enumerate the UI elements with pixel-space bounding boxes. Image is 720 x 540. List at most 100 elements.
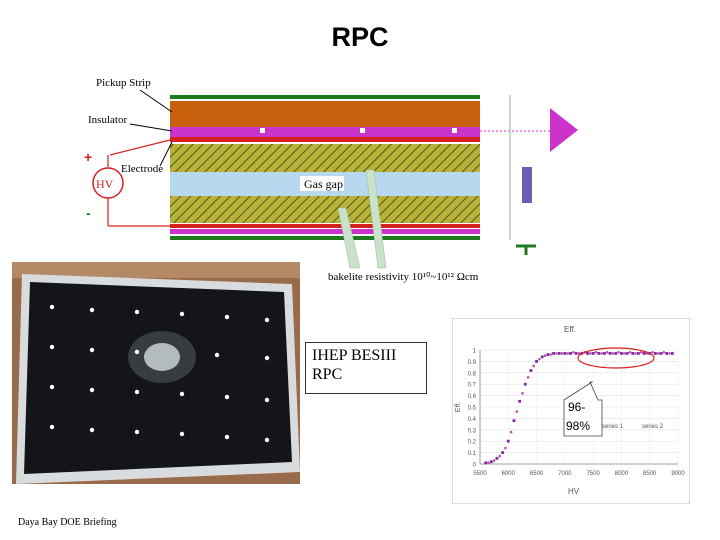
- insulator-label: Insulator: [88, 114, 127, 126]
- data-point-series-2: [566, 352, 569, 355]
- data-point-series-1: [489, 460, 493, 464]
- data-point-series-1: [659, 352, 663, 355]
- data-point-series-2: [668, 352, 671, 355]
- data-point-series-2: [492, 459, 496, 462]
- data-point-series-2: [538, 357, 541, 361]
- hv-label: HV: [96, 177, 114, 191]
- data-point-series-1: [552, 352, 555, 355]
- gas-gap-label: Gas gap: [304, 177, 343, 191]
- data-point-series-1: [484, 461, 488, 465]
- data-point-series-2: [560, 352, 564, 355]
- photo-caption-line2: RPC: [312, 366, 343, 383]
- data-point-series-2: [577, 352, 581, 355]
- insulator-layer-bottom: [170, 229, 480, 234]
- y-tick-label: 0.6: [468, 394, 477, 400]
- data-point-series-2: [628, 350, 632, 354]
- data-point-series-1: [642, 352, 646, 355]
- x-tick-label: 8500: [643, 471, 657, 477]
- photo-caption-line1: IHEP BESIII: [312, 347, 397, 364]
- bakelite-plate-bottom: [170, 196, 480, 223]
- photo-caption-box: IHEP BESIII RPC: [305, 342, 427, 394]
- x-tick-label: 7500: [586, 471, 600, 477]
- data-point-series-1: [506, 439, 510, 443]
- data-point-series-2: [509, 430, 513, 434]
- data-point-series-1: [608, 352, 612, 355]
- data-point-series-2: [521, 392, 524, 395]
- data-point-series-1: [518, 399, 521, 403]
- data-point-series-1: [540, 355, 544, 359]
- data-point-series-1: [586, 352, 589, 355]
- data-point-series-2: [526, 376, 530, 379]
- legend-series-1: series 1: [602, 424, 624, 430]
- data-point-series-1: [557, 352, 561, 355]
- bakelite-plate-top: [170, 144, 480, 172]
- electrode-layer-top: [170, 137, 480, 142]
- data-point-series-1: [512, 419, 516, 423]
- data-point-series-1: [569, 352, 572, 355]
- y-tick-label: 0.3: [468, 428, 477, 434]
- page-title: RPC: [331, 22, 389, 52]
- efficiency-chart: Eff. HV 00.10.20.30.40.50.60.70.80.91550…: [452, 318, 690, 504]
- data-point-series-2: [572, 350, 575, 354]
- data-point-series-2: [543, 354, 547, 357]
- data-point-series-2: [639, 350, 643, 354]
- x-tick-label: 8000: [615, 471, 629, 477]
- data-point-series-1: [535, 360, 538, 363]
- legend-series-2: series 2: [642, 424, 664, 430]
- rpc-panel: [24, 282, 292, 474]
- data-point-series-2: [634, 352, 637, 355]
- readout-block: [522, 167, 532, 203]
- x-tick-label: 6500: [530, 471, 544, 477]
- data-point-series-2: [600, 352, 603, 355]
- data-point-series-2: [515, 410, 519, 413]
- rpc-structure-diagram: Gas gap Pickup Strip Insulator Electrode…: [84, 77, 578, 283]
- data-point-series-2: [549, 353, 553, 356]
- efficiency-callout: [563, 381, 603, 437]
- data-point-series-1: [546, 353, 550, 356]
- data-point-series-2: [555, 352, 558, 355]
- x-tick-label: 6000: [502, 471, 516, 477]
- y-tick-label: 0.8: [468, 371, 477, 377]
- chart-xlabel: HV: [568, 487, 580, 496]
- chart-ylabel: Eff.: [455, 402, 462, 412]
- data-point-series-2: [662, 350, 666, 354]
- data-point-series-1: [529, 369, 533, 372]
- x-tick-label: 7000: [558, 471, 572, 477]
- minus-terminal: -: [86, 205, 91, 221]
- electrode-label: Electrode: [121, 163, 163, 175]
- data-point-series-1: [620, 352, 623, 355]
- data-point-series-2: [611, 352, 615, 355]
- y-tick-label: 0.2: [468, 440, 477, 446]
- data-point-series-2: [498, 454, 502, 458]
- data-point-series-1: [501, 451, 505, 454]
- data-point-series-1: [653, 352, 657, 355]
- data-point-series-1: [523, 382, 527, 386]
- data-point-series-2: [532, 364, 536, 368]
- electrode-layer-bottom: [170, 224, 480, 228]
- insulator-layer: [170, 127, 480, 137]
- data-point-series-2: [617, 350, 620, 354]
- y-tick-label: 0.5: [468, 406, 477, 412]
- data-point-series-1: [495, 456, 499, 460]
- data-point-series-1: [597, 352, 601, 355]
- data-point-series-1: [574, 352, 578, 355]
- data-point-series-2: [487, 461, 490, 465]
- amplifier-icon: [550, 108, 578, 152]
- data-point-series-1: [614, 352, 618, 355]
- callout-line1: 96-: [568, 400, 585, 414]
- footer-text: Daya Bay DOE Briefing: [18, 517, 117, 528]
- y-tick-label: 0.7: [468, 383, 477, 389]
- y-tick-label: 0.9: [468, 360, 477, 366]
- data-point-series-2: [651, 350, 654, 354]
- data-point-series-1: [603, 352, 606, 355]
- data-point-series-2: [622, 352, 626, 355]
- bottom-ground-plane: [170, 236, 480, 240]
- y-tick-label: 0.1: [468, 451, 477, 457]
- data-point-series-1: [637, 352, 640, 355]
- data-point-series-1: [625, 352, 629, 355]
- x-tick-label: 5500: [473, 471, 487, 477]
- data-point-series-2: [504, 446, 507, 450]
- data-point-series-2: [605, 350, 609, 354]
- y-tick-label: 0: [473, 463, 477, 469]
- data-point-series-1: [563, 352, 567, 355]
